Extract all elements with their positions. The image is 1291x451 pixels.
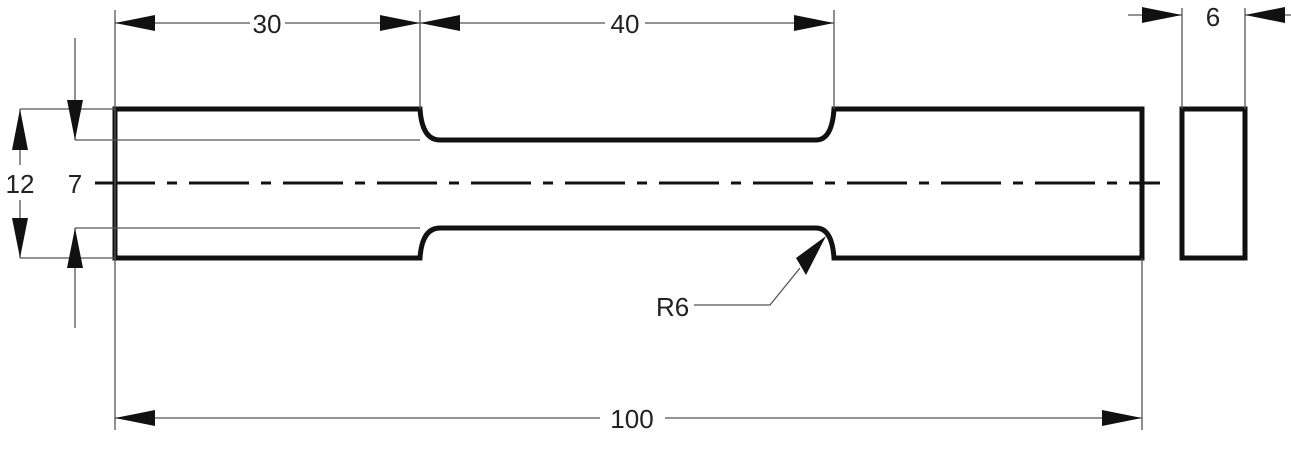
dimension-7: 7 [67,38,83,328]
dimension-12: 12 [6,109,35,258]
dimension-label-40: 40 [611,9,640,39]
dimension-label-12: 12 [6,169,35,199]
fillet-radius-leader: R6 [656,236,826,322]
dimension-30: 30 [115,9,420,39]
dimension-label-100: 100 [610,404,653,434]
dimension-100: 100 [115,404,1142,434]
dimension-label-r6: R6 [656,292,689,322]
dimension-label-30: 30 [253,9,282,39]
dimension-label-6: 6 [1206,2,1220,32]
dimension-6: 6 [1128,2,1291,32]
dimension-label-7: 7 [68,169,82,199]
extension-lines [20,8,1246,430]
dimension-40: 40 [420,9,834,39]
side-view-outline [1179,106,1248,261]
